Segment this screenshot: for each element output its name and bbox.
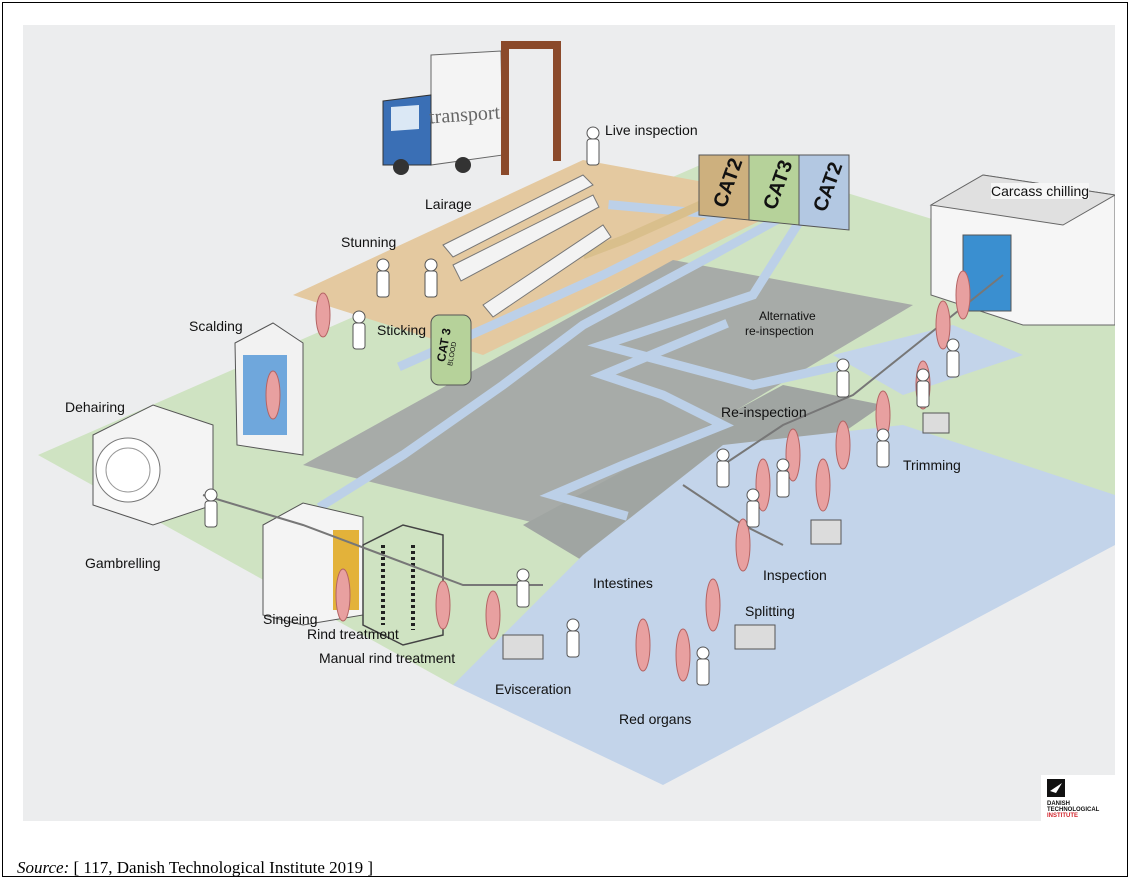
transport-truck (382, 41, 561, 175)
source-caption: Source: [ 117, Danish Technological Inst… (17, 858, 373, 878)
label-carcass-chilling: Carcass chilling (991, 183, 1090, 199)
source-text: [ 117, Danish Technological Institute 20… (69, 858, 374, 877)
rind-treatment-frame (362, 524, 444, 646)
carcass-chilling-room (929, 174, 1115, 326)
label-live-inspection: Live inspection (605, 122, 698, 138)
workers (204, 126, 960, 686)
dti-logo-line3: INSTITUTE (1047, 813, 1078, 819)
label-sticking: Sticking (377, 322, 427, 338)
truck-label: transport (428, 101, 501, 129)
carts (502, 412, 950, 660)
cat-containers (698, 154, 850, 231)
dti-logo-line2: TECHNOLOGICAL (1047, 807, 1100, 813)
label-rind-treatment: Rind treatment (307, 626, 399, 642)
dti-logo-line1: DANISH (1047, 801, 1071, 807)
dti-logo-icon (1047, 779, 1065, 797)
label-re-inspection: Re-inspection (721, 404, 807, 420)
floor-area-1 (303, 260, 913, 525)
label-evisceration: Evisceration (495, 681, 572, 697)
dti-logo: DANISH TECHNOLOGICAL INSTITUTE (1041, 775, 1115, 821)
label-stunning: Stunning (341, 234, 397, 250)
lairage-pens (442, 174, 612, 318)
hanging-carcasses (265, 270, 971, 682)
blood-tank (430, 314, 472, 386)
dti-logo-text: DANISH TECHNOLOGICAL INSTITUTE (1047, 801, 1099, 819)
slaughterhouse-illustration: transport CAT2 CAT3 CAT2 CAT 3 BLOOD Liv… (23, 25, 1115, 821)
label-manual-rind-treatment: Manual rind treatment (319, 650, 456, 666)
label-trimming: Trimming (903, 457, 961, 473)
label-red-organs: Red organs (619, 711, 692, 727)
label-alternative-1: Alternative (759, 309, 816, 323)
source-prefix: Source: (17, 858, 70, 877)
label-alternative-2: re-inspection (745, 324, 814, 338)
plant-drawing (38, 41, 1115, 785)
label-intestines: Intestines (593, 575, 653, 591)
label-dehairing: Dehairing (65, 399, 125, 415)
clean-zone-floor (453, 425, 1115, 785)
re-inspection-zone (833, 325, 1023, 395)
label-inspection: Inspection (763, 567, 827, 583)
waste-pipes-tan (581, 190, 725, 260)
label-singeing: Singeing (263, 611, 318, 627)
label-scalding: Scalding (189, 318, 243, 334)
label-gambrelling: Gambrelling (85, 555, 161, 571)
label-lairage: Lairage (425, 196, 472, 212)
label-splitting: Splitting (745, 603, 795, 619)
dehairing-machine (92, 404, 214, 526)
